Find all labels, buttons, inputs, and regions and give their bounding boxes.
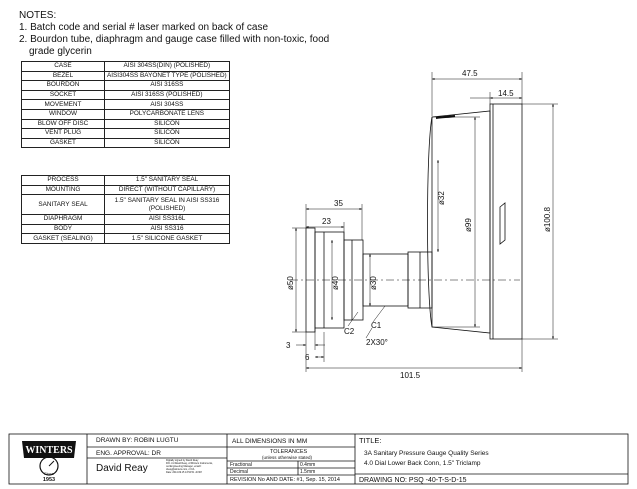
dim-text: 101.5 [400,371,421,380]
leader-c1 [372,305,386,323]
dim-text: 6 [305,353,310,362]
dim-text: 14.5 [498,89,514,98]
table-row: GASKET (SEALING)1.5" SILICONE GASKET [21,233,230,244]
drawing-number: DRAWING NO: PSQ -40-T-S-D-15 [359,477,467,484]
dim-text: ø30 [369,276,378,290]
drawn-by: DRAWN BY: ROBIN LUGTU [96,437,179,444]
title-block-frame [8,433,629,485]
tolerances-note: (unless otherwise stated) [262,455,313,460]
notes-block: NOTES: 1. Batch code and serial # laser … [19,10,329,58]
blow-off-plug [499,202,506,245]
eng-approval: ENG. APPROVAL: DR [96,450,161,457]
seal-spec-line-1: 1.5" SANITARY SEAL IN AISI SS316 [114,196,220,204]
revision: REVISION No AND DATE: #1, Sep. 15, 2014 [230,477,340,483]
dim-text: ø50 [286,276,295,290]
fractional-label: Fractional [230,462,252,468]
sig-note-line: ou=Engineering Manager, email= [166,464,202,468]
notes-heading: NOTES: [19,10,57,21]
dim-text: ø32 [437,191,446,205]
case-outline [431,110,491,334]
seal-spec-line-2: (POLISHED) [148,204,186,212]
table-cell: SILICON [104,137,230,149]
sig-note-line: Date: 2014.09.15 13:54:51 -04'00' [166,470,203,474]
dim-text: C1 [371,321,382,330]
table-cell: 1.5" SILICONE GASKET [104,233,230,244]
signature-note: Digitally signed by David Reay DN: cn=Da… [166,459,213,475]
dim-text: 47.5 [462,69,478,78]
note-line-3: grade glycerin [29,46,92,57]
dim-text: 3 [286,341,291,350]
title-line-2: 4.0 Dial Lower Back Conn, 1.5" Triclamp [364,460,481,467]
case-back-curve [427,116,433,328]
all-dimensions: ALL DIMENSIONS IN MM [232,438,308,445]
logo-since: Since [44,471,55,476]
bezel-outline [489,103,523,340]
decimal-label: Decimal [230,469,249,475]
table-cell: 1.5" SANITARY SEAL IN AISI SS316(POLISHE… [104,194,230,216]
dim-text: ø100.8 [543,207,552,232]
sig-note-line: DN: cn=David Reay, o=Winters Instruments… [166,461,213,465]
logo-text: WINTERS [25,445,73,456]
sig-note-line: dreay@winters.com, c=CA [166,467,195,471]
tolerances-heading: TOLERANCES [270,449,308,455]
title-label: TITLE: [359,436,382,445]
signature: David Reay [96,463,148,474]
logo-year: 1953 [43,477,55,483]
dim-text: ø99 [464,218,473,232]
leader-2x30 [365,327,373,339]
dim-text: C2 [344,327,355,336]
note-line-2: 2. Bourdon tube, diaphragm and gauge cas… [19,34,330,45]
sig-note-line: Digitally signed by David Reay [166,459,199,462]
title-line-1: 3A Sanitary Pressure Gauge Quality Serie… [364,450,489,457]
leader-c2 [347,311,359,327]
note-line-1: 1. Batch code and serial # laser marked … [19,22,269,33]
decimal-value: 1.5mm [300,469,316,475]
winters-logo: WINTERS Since 1953 [22,441,76,483]
dim-text: 23 [322,217,331,226]
dim-text: 2X30° [366,338,388,347]
dim-text: 35 [334,199,343,208]
dim-text: ø40 [331,276,340,290]
table-cell: GASKET [21,137,105,149]
fractional-value: 0.4mm [300,462,316,468]
